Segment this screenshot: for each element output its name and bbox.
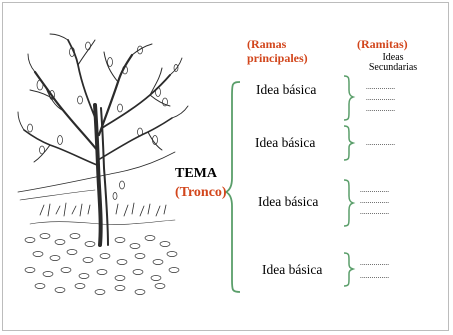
tree-icon [17, 33, 189, 295]
detail-line: ............... [360, 186, 390, 194]
idea-label-2: Idea básica [255, 135, 316, 150]
small-brace-icon [343, 75, 356, 121]
small-brace-icon [343, 179, 356, 227]
ramas-header: (Ramas principales) [247, 37, 308, 65]
detail-line: ............... [360, 259, 390, 267]
small-brace-icon [343, 252, 356, 287]
detail-line: ............... [366, 94, 396, 102]
main-brace-icon [223, 81, 241, 293]
detail-line: ............... [366, 105, 396, 113]
topic-title: TEMA [175, 166, 217, 181]
detail-line: ............... [360, 197, 390, 205]
idea-label-1: Idea básica [256, 82, 317, 97]
idea-label-4: Idea básica [262, 262, 323, 277]
slide-frame [2, 2, 449, 331]
detail-line: ............... [360, 272, 390, 280]
small-brace-icon [343, 125, 356, 161]
detail-line: ............... [360, 208, 390, 216]
topic-subtitle: (Tronco) [175, 185, 227, 200]
ramitas-header: (Ramitas) [357, 37, 408, 51]
idea-label-3: Idea básica [258, 194, 319, 209]
detail-line: ............... [366, 139, 396, 147]
ideas-secundarias-header: Ideas Secundarias [368, 52, 418, 73]
detail-line: ............... [366, 83, 396, 91]
